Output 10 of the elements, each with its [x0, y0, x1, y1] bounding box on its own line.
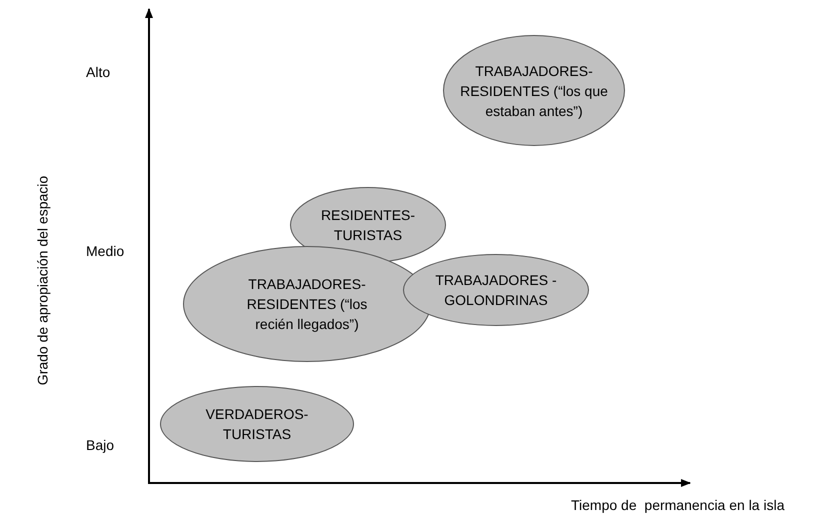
group-label: RESIDENTES-TURISTAS [320, 206, 416, 245]
axis-tick-label: Medio [86, 242, 124, 261]
group-label: VERDADEROS-TURISTAS [204, 405, 310, 444]
group-label: TRABAJADORES-RESIDENTES (“los recién llegados”) [246, 275, 368, 334]
axis-tick-label: Alto [86, 63, 110, 82]
group-label: TRABAJADORES - GOLONDRINAS [434, 271, 558, 310]
group-label: TRABAJADORES-RESIDENTES (“los que estaban antes”) [459, 62, 609, 120]
axis-title: Tiempo de permanencia en la isla [571, 496, 784, 515]
axis-title: Grado de apropiación del espacio [34, 176, 52, 386]
axis-tick-label: Bajo [86, 436, 114, 455]
